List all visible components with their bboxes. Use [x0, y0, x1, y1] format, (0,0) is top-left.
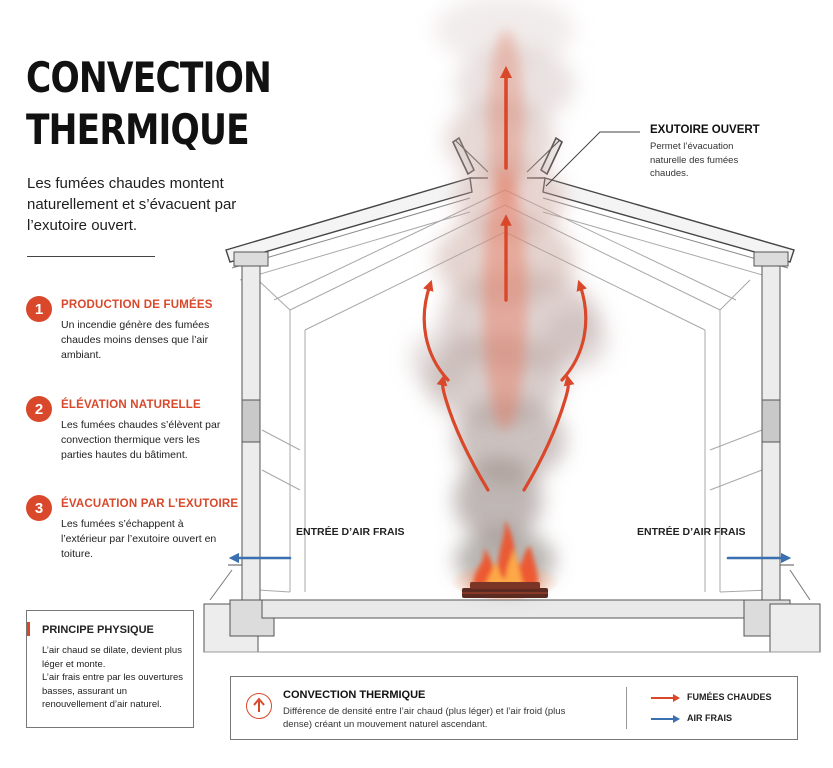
principe-text: L’air chaud se dilate, devient plus lége…: [42, 644, 184, 712]
title-line-2: THERMIQUE: [26, 105, 250, 154]
step-number: 2: [26, 396, 52, 422]
legend-cold-label: AIR FRAIS: [687, 713, 732, 723]
principe-line-2: L’air frais entre par les ouvertures bas…: [42, 672, 183, 710]
legend-divider: [626, 687, 627, 729]
step-text: Un incendie génère des fumées chaudes mo…: [61, 319, 210, 361]
columns: [209, 251, 811, 601]
legend-key-hot: FUMÉES CHAUDES: [649, 691, 789, 705]
step-text: Les fumées s’échappent à l’extérieur par…: [61, 518, 217, 560]
foundation: [203, 599, 821, 653]
legend-title: CONVECTION THERMIQUE: [283, 689, 426, 701]
exutoire-text: Permet l’évacuation naturelle des fumées…: [650, 141, 739, 179]
principe-title: PRINCIPE PHYSIQUE: [42, 624, 154, 636]
legend-box: CONVECTION THERMIQUE Différence de densi…: [230, 676, 798, 740]
fire: [450, 520, 560, 600]
hot-air-arrows: [422, 65, 588, 492]
blue-arrow-icon: [651, 715, 680, 723]
step-title: ÉLÉVATION NATURELLE: [61, 399, 201, 411]
step-number: 3: [26, 495, 52, 521]
exutoire-title: EXUTOIRE OUVERT: [650, 124, 760, 136]
title-line-1: CONVECTION: [26, 53, 272, 102]
intro-text: Les fumées chaudes montent naturellement…: [27, 175, 237, 234]
legend-hot-label: FUMÉES CHAUDES: [687, 692, 772, 702]
red-arrow-icon: [651, 694, 680, 702]
step-text: Les fumées chaudes s’élèvent par convect…: [61, 419, 221, 461]
air-label-right: ENTRÉE D’AIR FRAIS: [637, 526, 746, 538]
step-title: PRODUCTION DE FUMÉES: [61, 299, 213, 311]
legend-text: Différence de densité entre l’air chaud …: [283, 706, 566, 730]
step-number: 1: [26, 296, 52, 322]
accent-bar: [27, 622, 30, 636]
up-arrow-icon: [246, 693, 272, 719]
exutoire-callout: [545, 131, 640, 187]
legend-key-cold: AIR FRAIS: [649, 712, 789, 726]
principe-line-1: L’air chaud se dilate, devient plus lége…: [42, 645, 182, 670]
principe-box: PRINCIPE PHYSIQUE L’air chaud se dilate,…: [26, 610, 194, 728]
smoke-plume: [410, 0, 609, 590]
page-title: CONVECTION THERMIQUE: [26, 52, 272, 156]
air-label-left: ENTRÉE D’AIR FRAIS: [296, 526, 405, 538]
step-title: ÉVACUATION PAR L’EXUTOIRE: [61, 498, 239, 510]
divider: [27, 256, 155, 257]
